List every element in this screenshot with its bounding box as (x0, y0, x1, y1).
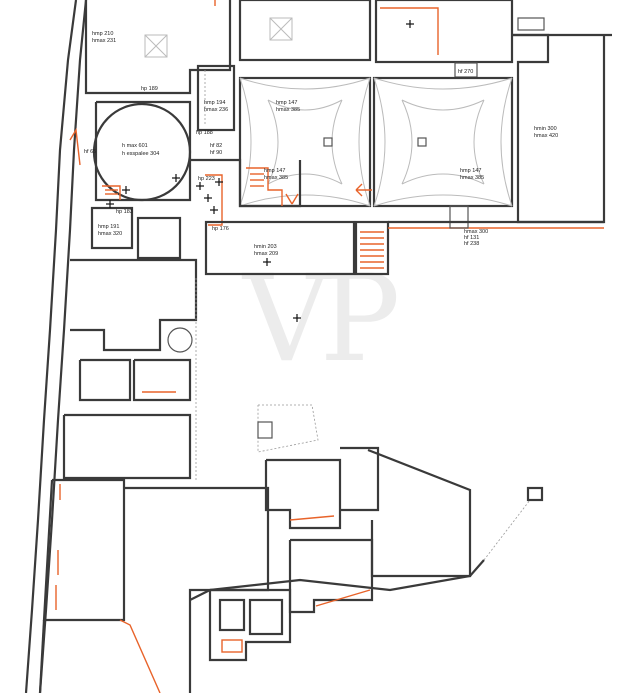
corridor-room (204, 220, 356, 276)
watermark: VP (241, 250, 397, 389)
room-194 (196, 64, 236, 132)
label-small-room-1: hmp 191 (98, 224, 119, 230)
label-vault-right-1: hmp 147 (460, 168, 481, 174)
rotunda-room (69, 100, 192, 202)
label-hf65: hf 65 (84, 149, 96, 155)
vault-left (238, 76, 372, 208)
room-big-right (454, 33, 606, 224)
marker-5 (204, 194, 212, 202)
label-hp189: hp 189 (141, 86, 158, 92)
room-top-left (84, 0, 232, 95)
label-small-room-2: hmax 320 (98, 231, 122, 237)
label-vault-left-1: hmp 147 (276, 100, 297, 106)
label-hp183: hp 183 (116, 209, 133, 215)
marker-9 (263, 258, 271, 266)
label-hp223: hp 223 (198, 176, 215, 182)
label-vault-left-2: hmax 385 (276, 107, 300, 113)
survey-markers (106, 20, 414, 322)
label-rotunda-2: h esspalee 304 (122, 151, 159, 157)
stair-right (354, 205, 604, 276)
label-hf82: hf 82 (210, 143, 222, 149)
label-hf270: hf 270 (458, 69, 473, 75)
label-stair-right-2: hf 131 (464, 235, 479, 241)
vault-right (372, 76, 514, 208)
label-stair-right-3: hf 238 (464, 241, 479, 247)
label-room194-1: hmp 194 (204, 100, 225, 106)
label-top-room-1: hmp 210 (92, 31, 113, 37)
label-stair-room-2: hmax 385 (264, 175, 288, 181)
marker-10 (293, 314, 301, 322)
label-big-right-2: hmax 420 (534, 133, 558, 139)
courtyard (195, 278, 319, 480)
label-hf90: hf 90 (210, 150, 222, 156)
label-stair-room-1: hmp 147 (264, 168, 285, 174)
marker-3 (172, 174, 180, 182)
label-hp176: hp 176 (212, 226, 229, 232)
marker-7 (215, 178, 223, 186)
marker-2 (106, 200, 114, 208)
label-stair-right-1: hmax 300 (464, 229, 488, 235)
room-small-left (90, 206, 182, 260)
label-corridor-1: hmin 203 (254, 244, 277, 250)
label-corridor-2: hmax 209 (254, 251, 278, 257)
label-top-room-2: hmax 231 (92, 38, 116, 44)
label-rotunda-1: h max 601 (122, 143, 148, 149)
room-lower-cluster (189, 446, 544, 662)
label-room194-2: hmax 236 (204, 107, 228, 113)
marker-6 (210, 206, 218, 214)
label-hp188: hp 188 (196, 130, 213, 136)
marker-4 (196, 182, 204, 190)
label-vault-right-2: hmax 385 (460, 175, 484, 181)
marker-8 (406, 20, 414, 28)
stair-room (190, 158, 372, 226)
room-labels: hmp 210 hmax 231 hp 189 hmp 194 hmax 236… (84, 31, 558, 257)
label-big-right-1: hmin 300 (534, 126, 557, 132)
marker-1 (122, 186, 130, 194)
outer-boundary (24, 0, 88, 693)
room-middle-left (62, 258, 198, 480)
room-top-center (238, 0, 372, 62)
room-top-right (374, 0, 612, 64)
